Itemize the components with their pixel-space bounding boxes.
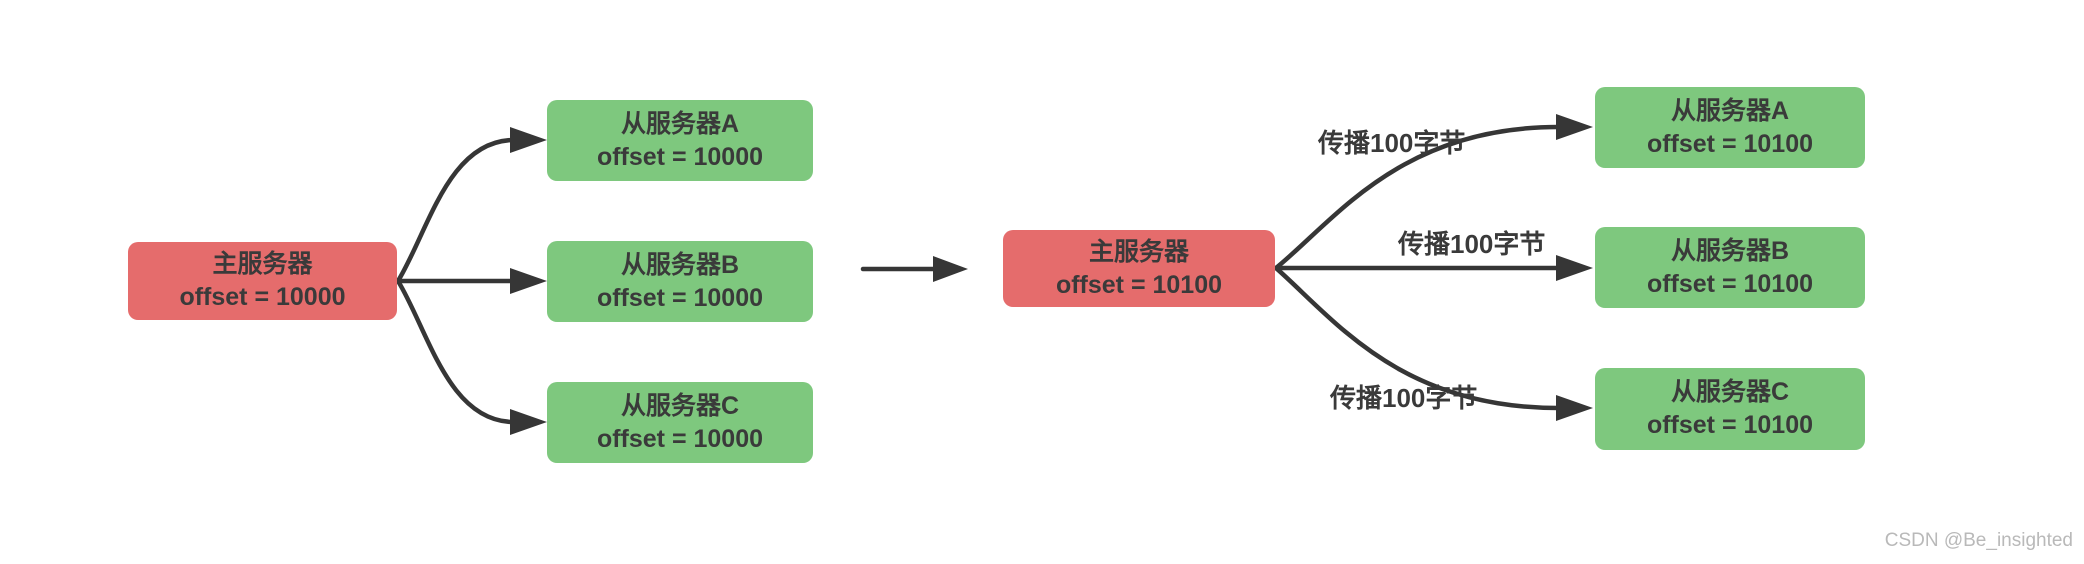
slave-a-node-stage1: 从服务器A offset = 10000 (547, 100, 813, 181)
master-node-offset: offset = 10100 (1055, 270, 1223, 299)
slave-node-title: 从服务器C (1670, 378, 1790, 406)
arrowhead-master2-slave-c (1556, 395, 1593, 421)
slave-c-node-stage2: 从服务器C offset = 10100 (1595, 368, 1865, 450)
arrowhead-master2-slave-a (1556, 114, 1593, 140)
slave-node-offset: offset = 10000 (596, 283, 764, 312)
slave-node-offset: offset = 10100 (1646, 269, 1814, 298)
arrowhead-master1-slave-c (510, 409, 547, 435)
master-node-title: 主服务器 (212, 250, 313, 278)
slave-node-title: 从服务器B (1670, 236, 1790, 265)
master-node-offset: offset = 10000 (179, 283, 346, 311)
slave-node-offset: offset = 10100 (1646, 129, 1814, 158)
propagate-label-slave-a: 传播100字节 (1318, 128, 1466, 158)
slave-node-offset: offset = 10000 (596, 424, 764, 453)
slave-node-title: 从服务器C (620, 391, 740, 420)
slave-b-node-stage2: 从服务器B offset = 10100 (1595, 227, 1865, 308)
slave-node-title: 从服务器A (1670, 96, 1790, 125)
slave-a-node-stage2: 从服务器A offset = 10100 (1595, 87, 1865, 168)
arrowhead-stage1-stage2 (933, 256, 968, 282)
edge-master2-to-slave-c (1273, 265, 1561, 411)
edge-master2-to-slave-a (1273, 124, 1561, 271)
slave-node-title: 从服务器A (620, 109, 740, 138)
slave-node-title: 从服务器B (620, 250, 740, 279)
master-node-stage1: 主服务器 offset = 10000 (128, 242, 397, 320)
master-node-stage2: 主服务器 offset = 10100 (1003, 230, 1275, 307)
propagate-label-slave-b: 传播100字节 (1398, 229, 1546, 259)
csdn-watermark: CSDN @Be_insighted (1884, 530, 2073, 551)
edge-master1-to-slave-c (395, 278, 517, 425)
master-node-title: 主服务器 (1088, 237, 1189, 266)
edge-master1-to-slave-a (395, 137, 517, 284)
slave-node-offset: offset = 10000 (596, 142, 764, 171)
propagate-label-slave-c: 传播100字节 (1330, 383, 1478, 413)
arrowhead-master2-slave-b (1556, 255, 1593, 281)
arrowhead-master1-slave-a (510, 127, 547, 153)
slave-c-node-stage1: 从服务器C offset = 10000 (547, 382, 813, 463)
arrowhead-master1-slave-b (510, 268, 547, 294)
slave-b-node-stage1: 从服务器B offset = 10000 (547, 241, 813, 322)
slave-node-offset: offset = 10100 (1646, 411, 1814, 439)
